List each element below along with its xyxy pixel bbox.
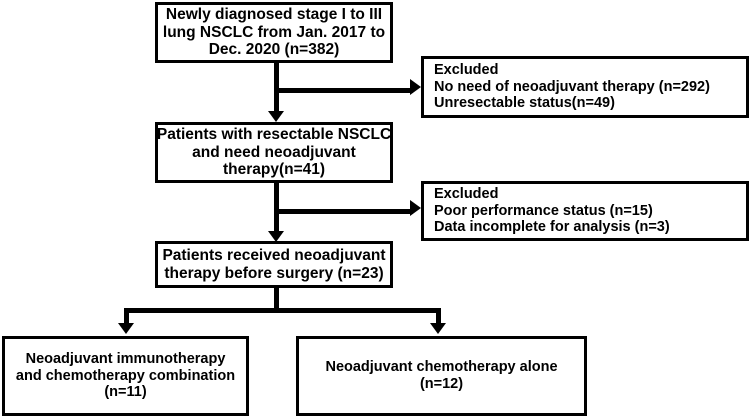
node-cohort-line-1: Newly diagnosed stage I to III [165,5,383,23]
connector-split-bar [124,308,441,313]
node-excluded-2-line-1: Excluded [434,185,499,202]
node-received-line-1: Patients received neoadjuvant [162,246,386,264]
node-arm-combo-line-3: (n=11) [104,384,147,401]
node-arm-combo-line-1: Neoadjuvant immunotherapy [25,350,226,367]
arrowhead-right-excluded-1-icon [410,79,421,95]
node-arm-combo-line-2: and chemotherapy combination [15,367,236,384]
node-excluded-1-line-3: Unresectable status(n=49) [434,95,615,112]
node-arm-immunochemo: Neoadjuvant immunotherapy and chemothera… [2,336,249,416]
node-excluded-2: Excluded Poor performance status (n=15) … [421,181,749,241]
arrowhead-down-received-icon [268,231,284,242]
node-arm-chemo-alone: Neoadjuvant chemotherapy alone (n=12) [296,336,587,416]
node-arm-chemo-line-1: Neoadjuvant chemotherapy alone [325,359,558,376]
node-resectable-line-1: Patients with resectable NSCLC [156,125,392,143]
node-cohort-line-2: lung NSCLC from Jan. 2017 to [162,23,386,41]
arrowhead-down-arm-chemo-icon [430,323,446,334]
node-resectable-line-3: therapy(n=41) [222,161,326,179]
node-excluded-2-line-3: Data incomplete for analysis (n=3) [434,219,670,236]
connector-branch-to-excluded-2 [274,209,413,214]
node-resectable: Patients with resectable NSCLC and need … [155,122,393,183]
node-excluded-1-line-2: No need of neoadjuvant therapy (n=292) [434,78,710,95]
connector-branch-to-excluded-1 [274,88,413,93]
node-cohort: Newly diagnosed stage I to III lung NSCL… [155,2,393,63]
node-resectable-line-2: and need neoadjuvant [192,143,356,161]
node-received-line-2: therapy before surgery (n=23) [164,264,384,282]
arrowhead-down-resectable-icon [268,111,284,122]
node-excluded-2-line-2: Poor performance status (n=15) [434,202,653,219]
node-arm-chemo-line-2: (n=12) [419,376,464,392]
node-cohort-line-3: Dec. 2020 (n=382) [208,41,340,59]
connector-split-left-drop [124,308,129,326]
connector-split-right-drop [436,308,441,326]
node-excluded-1-line-1: Excluded [434,61,499,78]
arrowhead-right-excluded-2-icon [410,200,421,216]
arrowhead-down-arm-combo-icon [118,323,134,334]
connector-resectable-to-received [274,183,279,233]
node-excluded-1: Excluded No need of neoadjuvant therapy … [421,56,749,118]
node-received-therapy: Patients received neoadjuvant therapy be… [155,241,393,288]
connector-received-trunk [274,288,279,313]
